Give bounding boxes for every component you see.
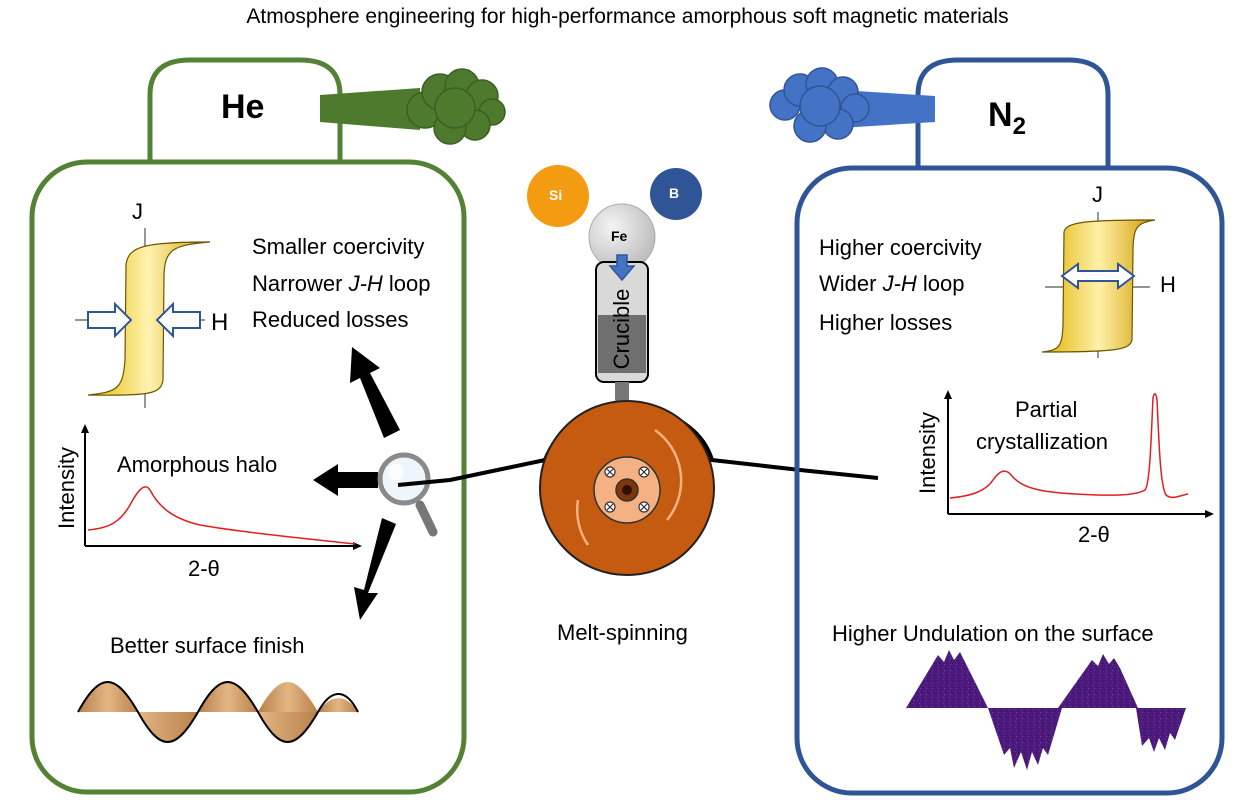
he-xrd-curve [87, 486, 356, 545]
si-label: Si [549, 187, 563, 203]
n2-jh-loop-chart [1041, 212, 1156, 358]
n2-surface-down-1 [988, 708, 1062, 770]
b-element-icon [650, 168, 702, 220]
he-chamber-neck [147, 57, 343, 162]
n2-xrd-chart [944, 390, 1214, 518]
n2-loop-j-label: J [1092, 182, 1103, 207]
process-label: Melt-spinning [557, 620, 688, 645]
n2-gas-cloud-icon [769, 67, 870, 143]
n2-arrow-double-icon [1060, 262, 1136, 290]
n2-xrd-label-line2: crystallization [976, 429, 1109, 454]
arrow-down-icon [354, 518, 396, 620]
si-element-icon [527, 165, 589, 227]
he-surface-label: Better surface finish [110, 633, 305, 658]
he-gas-nozzle [320, 88, 420, 130]
he-xrd-ylabel: Intensity [54, 447, 79, 529]
arrow-left-icon [313, 464, 378, 496]
he-prop-coercivity: Smaller coercivity [252, 234, 425, 259]
melt-spinner [527, 165, 715, 576]
diagram-title: Atmosphere engineering for high-performa… [246, 5, 1009, 28]
he-gas-label: He [221, 88, 265, 126]
he-surface-wave [77, 681, 359, 743]
n2-gas-label-main: N [988, 96, 1013, 134]
he-gas-cloud-icon [406, 68, 506, 145]
he-hysteresis-loop [87, 241, 211, 396]
he-prop-loop: Narrower J-H loop [252, 266, 431, 302]
n2-xrd-curve [949, 393, 1189, 499]
he-xrd-chart [81, 424, 362, 550]
crucible-arrow-icon [608, 254, 636, 282]
n2-surface-up-2 [1058, 654, 1138, 708]
he-chamber [29, 57, 506, 795]
n2-prop-coercivity: Higher coercivity [819, 235, 982, 260]
arrow-up-icon [350, 347, 400, 438]
analysis-arrows [313, 347, 400, 620]
n2-chamber-body [794, 165, 1225, 796]
n2-xrd-label-line1: Partial [1015, 397, 1078, 422]
magnifier-icon [377, 452, 438, 537]
n2-prop-losses: Higher losses [819, 310, 953, 335]
n2-xrd-xlabel: 2-θ [1078, 522, 1110, 547]
he-loop-h-label: H [211, 309, 229, 336]
he-prop-loop-prefix: Narrower [252, 271, 349, 296]
he-surface-profile [77, 681, 359, 743]
n2-prop-loop-prefix: Wider [819, 271, 883, 296]
n2-prop-loop-suffix: loop [916, 271, 965, 296]
n2-gas-label-sub: 2 [1012, 112, 1026, 140]
he-prop-loop-suffix: loop [382, 271, 431, 296]
n2-surface-label: Higher Undulation on the surface [832, 621, 1154, 646]
he-xrd-label: Amorphous halo [117, 452, 278, 477]
he-xrd-xlabel: 2-θ [188, 556, 220, 581]
n2-surface-up-1 [906, 650, 988, 708]
n2-gas-label: N2 [988, 96, 1026, 141]
n2-surface-profile [906, 650, 1186, 770]
n2-xrd-ylabel: Intensity [915, 412, 940, 494]
n2-chamber-neck [915, 57, 1111, 168]
he-arrow-right-icon [87, 301, 133, 339]
b-label: B [669, 185, 680, 201]
he-jh-loop-chart [75, 228, 211, 408]
he-prop-loop-jh: J-H [348, 271, 383, 296]
he-arrow-left-icon [155, 301, 201, 339]
n2-prop-loop-jh: J-H [882, 271, 917, 296]
n2-surface-down-2 [1136, 708, 1186, 752]
n2-prop-loop: Wider J-H loop [819, 266, 965, 302]
he-loop-j-label: J [132, 199, 143, 224]
n2-loop-h-label: H [1160, 272, 1176, 297]
fe-label: Fe [611, 228, 628, 244]
he-prop-losses: Reduced losses [252, 307, 409, 332]
n2-hysteresis-loop [1041, 219, 1156, 353]
crucible-label: Crucible [609, 288, 634, 370]
n2-chamber [769, 57, 1225, 796]
